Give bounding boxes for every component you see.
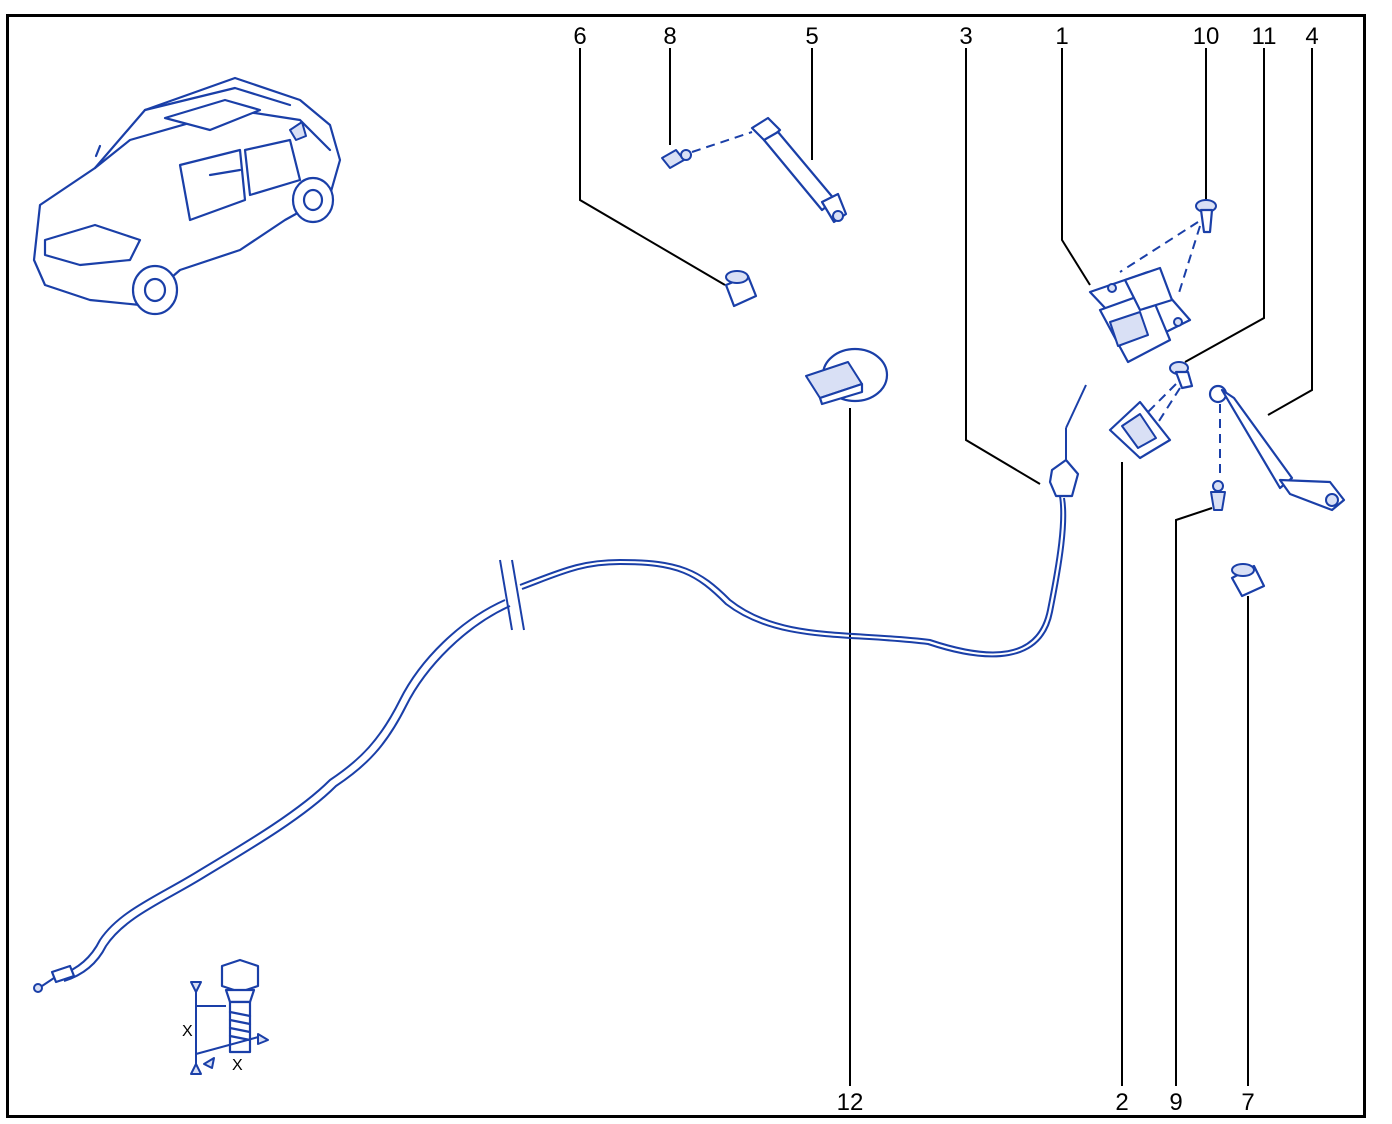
callout-8: 8	[663, 23, 676, 50]
callout-11: 11	[1252, 23, 1277, 50]
gas-strut-4	[1208, 384, 1346, 512]
gas-strut-5	[750, 116, 848, 224]
latch-1	[1088, 266, 1192, 364]
callout-labels: 6 8 5 3 1 10 11 4 12 2 9 7	[573, 23, 1318, 1116]
bump-stop-6	[724, 270, 758, 308]
callout-10: 10	[1193, 23, 1220, 50]
ball-stud-8	[661, 131, 753, 169]
bump-stop-7	[1230, 563, 1266, 598]
diagram-frame	[6, 14, 1366, 1118]
callout-3: 3	[959, 23, 972, 50]
bolt-icon: X X	[182, 958, 269, 1075]
release-cable-3	[33, 384, 1087, 993]
vehicle-icon	[32, 76, 342, 316]
callout-6: 6	[573, 23, 586, 50]
callout-5: 5	[805, 23, 818, 50]
leader-lines	[579, 48, 1313, 1086]
callout-1: 1	[1055, 23, 1068, 50]
callout-2: 2	[1115, 1089, 1128, 1116]
screw-11	[1139, 361, 1194, 433]
callout-7: 7	[1241, 1089, 1254, 1116]
screw-10	[1119, 199, 1217, 297]
dimension-label-height: X	[182, 1023, 193, 1040]
callout-12: 12	[837, 1089, 864, 1116]
striker-2	[1108, 400, 1172, 460]
handle-12	[805, 347, 889, 406]
callout-9: 9	[1169, 1089, 1182, 1116]
ball-stud-9	[1210, 480, 1226, 511]
dimension-label-width: X	[232, 1057, 243, 1074]
callout-4: 4	[1305, 23, 1318, 50]
